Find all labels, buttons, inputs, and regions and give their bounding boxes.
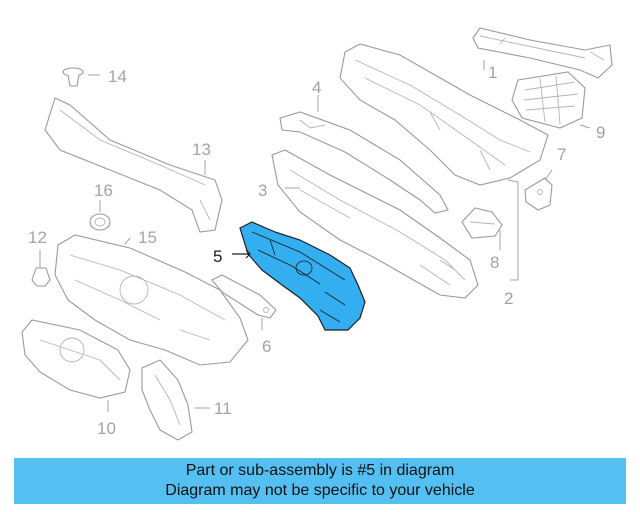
part-11-side-insulator (141, 359, 193, 441)
banner-line-1: Part or sub-assembly is #5 in diagram (185, 462, 455, 479)
callout-6: 6 (262, 337, 271, 356)
callout-3: 3 (258, 181, 267, 200)
info-banner: Part or sub-assembly is #5 in diagram Di… (14, 458, 626, 504)
part-14-clip (62, 67, 84, 87)
callout-10: 10 (97, 419, 116, 438)
part-12-fastener (31, 267, 51, 287)
callout-16: 16 (94, 181, 113, 200)
callout-1: 1 (488, 63, 497, 82)
callout-11: 11 (214, 399, 232, 418)
callout-12: 12 (28, 228, 47, 247)
part-10-lower-insulator (21, 319, 131, 399)
part-7-bracket (524, 177, 553, 211)
banner-line-2: Diagram may not be specific to your vehi… (165, 482, 475, 499)
part-1-cowl-strip (472, 27, 613, 79)
part-16-grommet (89, 213, 111, 231)
callout-8: 8 (490, 253, 499, 272)
part-8-bracket (461, 207, 503, 239)
callout-5-highlighted: 5 (213, 247, 222, 266)
part-15-insulator (54, 234, 249, 366)
parts-diagram: 1 2 3 4 5 6 7 8 9 10 11 12 13 14 15 16 (21, 27, 613, 441)
part-13-side-bracket (44, 97, 223, 233)
callout-numbers: 1 2 3 4 5 6 7 8 9 10 11 12 13 14 15 16 (28, 63, 605, 438)
leader-lines (39, 60, 591, 412)
part-5-dash-panel-highlighted (239, 221, 366, 331)
part-6-strap (211, 274, 277, 319)
part-9-vent-grille (511, 71, 586, 129)
callout-13: 13 (192, 140, 211, 159)
callout-2: 2 (504, 289, 513, 308)
callout-14: 14 (108, 67, 127, 86)
part-4-cowl-panel (279, 43, 549, 214)
callout-7: 7 (557, 145, 566, 164)
callout-15: 15 (138, 228, 157, 247)
callout-9: 9 (596, 123, 605, 142)
dash-panel-shape (239, 221, 366, 331)
callout-4: 4 (312, 78, 321, 97)
part-3-lower-cowl (271, 149, 479, 299)
